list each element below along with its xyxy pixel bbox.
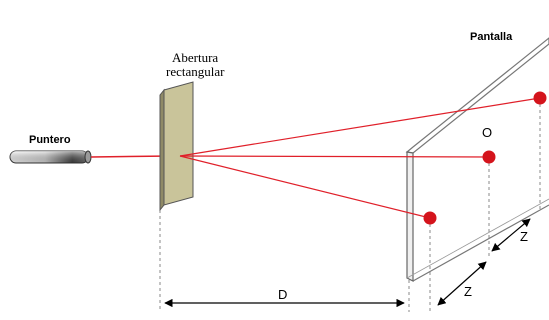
pointer-label: Puntero: [29, 134, 71, 146]
distance-label: D: [278, 287, 287, 302]
diffracted-beams: [179, 97, 541, 219]
offset-arrow-upper: [491, 218, 531, 252]
center-point-label: O: [482, 125, 492, 140]
upper-spot: [533, 91, 547, 105]
lower-spot: [423, 211, 437, 225]
rectangular-aperture: [159, 81, 194, 212]
screen-label: Pantalla: [470, 31, 513, 43]
offset-label-lower: Z: [464, 284, 472, 299]
dashed-guides: [159, 98, 541, 312]
offset-arrow-lower: [437, 261, 487, 306]
screen-panel: [405, 37, 549, 282]
incident-beam: [90, 155, 173, 158]
aperture-label-line2: rectangular: [166, 64, 225, 79]
center-spot: [482, 150, 496, 164]
offset-label-upper: Z: [520, 229, 528, 244]
aperture-label-line1: Abertura: [172, 50, 218, 65]
laser-pointer-icon: [9, 150, 92, 164]
